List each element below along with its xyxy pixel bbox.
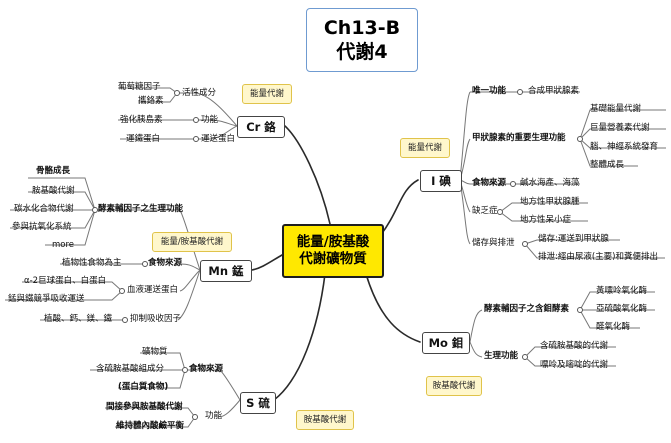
i-leaf-seafood[interactable]: 鹹水海產、海藻	[520, 178, 580, 188]
title-box: Ch13-B 代謝4	[306, 8, 418, 72]
topic-s[interactable]: S 硫	[240, 392, 276, 414]
s-leaf-acid-base[interactable]: 維持體內酸鹼平衡	[116, 421, 185, 431]
mn-leaf-plant[interactable]: 植物性食物為主	[62, 258, 122, 268]
mn-leaf-iron-compete[interactable]: 錳與鐵競爭吸收運送	[8, 294, 85, 304]
topic-mo[interactable]: Mo 鉬	[422, 332, 470, 354]
title-line-2: 代謝4	[336, 41, 388, 63]
i-leaf-excretion[interactable]: 排泄:經由尿液(主要)和糞便排出	[538, 252, 658, 262]
cr-leaf-transferrin[interactable]: 運鐵蛋白	[126, 134, 161, 144]
i-leaf-brain[interactable]: 腦、神經系統發育	[590, 142, 659, 152]
cr-branch-transport[interactable]: 運送蛋白	[201, 134, 236, 144]
s-leaf-mineral[interactable]: 礦物質	[142, 347, 168, 357]
tag-mo-amino: 胺基酸代謝	[426, 376, 482, 396]
cr-branch-function[interactable]: 功能	[201, 115, 219, 125]
central-topic[interactable]: 能量/胺基酸 代謝礦物質	[282, 224, 384, 278]
s-branch-food[interactable]: 食物來源	[189, 364, 224, 374]
mo-leaf-aldehyde[interactable]: 醛氧化酶	[596, 322, 631, 332]
mo-leaf-xanthine[interactable]: 黃嘌呤氧化酶	[596, 286, 648, 296]
i-leaf-bmr[interactable]: 基礎能量代謝	[590, 104, 642, 114]
s-leaf-sulfur-amino[interactable]: 含硫胺基酸組成分	[96, 364, 165, 374]
tag-mn-energy-amino: 能量/胺基酸代謝	[152, 232, 232, 252]
topic-i[interactable]: I 碘	[420, 170, 462, 192]
tag-s-amino: 胺基酸代謝	[296, 410, 354, 430]
i-branch-deficiency[interactable]: 缺乏症	[472, 206, 498, 216]
mn-leaf-phytate[interactable]: 植酸、鈣、鎂、鐵	[44, 314, 113, 324]
i-leaf-goiter[interactable]: 地方性甲狀腺腫	[520, 197, 580, 207]
i-branch-food[interactable]: 食物來源	[472, 178, 507, 188]
central-topic-line-1: 能量/胺基酸	[296, 234, 370, 250]
i-branch-only[interactable]: 唯一功能	[472, 86, 507, 96]
mo-leaf-sulfur-amino[interactable]: 含硫胺基酸的代謝	[540, 341, 609, 351]
mn-leaf-bone[interactable]: 骨骼成長	[36, 166, 71, 176]
cr-leaf-insulin[interactable]: 強化胰島素	[120, 115, 163, 125]
cr-leaf-gtf[interactable]: 葡萄糖因子	[118, 82, 161, 92]
mn-leaf-globulin[interactable]: α-2巨球蛋白、白蛋白	[24, 276, 107, 286]
mo-branch-enzyme[interactable]: 酵素輔因子之含鉬酵素	[484, 304, 570, 314]
mn-leaf-more[interactable]: more	[52, 240, 75, 250]
i-leaf-storage[interactable]: 儲存:運送到甲狀腺	[538, 234, 609, 244]
mo-leaf-sulfite[interactable]: 亞硫酸氧化酶	[596, 304, 648, 314]
mo-leaf-purine[interactable]: 嘌呤及嘧啶的代謝	[540, 360, 609, 370]
s-branch-function[interactable]: 功能	[205, 411, 223, 421]
tag-cr-energy: 能量代謝	[242, 84, 292, 104]
i-leaf-growth[interactable]: 整體成長	[590, 160, 625, 170]
topic-mn[interactable]: Mn 錳	[200, 260, 252, 282]
i-branch-physio[interactable]: 甲狀腺素的重要生理功能	[472, 133, 566, 143]
mn-leaf-antioxidant[interactable]: 參與抗氧化系統	[12, 222, 72, 232]
mo-branch-physio[interactable]: 生理功能	[484, 351, 519, 361]
cr-leaf-chromodulin[interactable]: 攜鉻素	[138, 96, 164, 106]
i-branch-storage[interactable]: 儲存與排泄	[472, 238, 515, 248]
mn-branch-inhibit[interactable]: 抑制吸收因子	[130, 314, 182, 324]
cr-branch-active[interactable]: 活性成分	[182, 88, 217, 98]
i-leaf-thyroxine[interactable]: 合成甲狀腺素	[528, 86, 580, 96]
title-line-1: Ch13-B	[323, 17, 401, 39]
mn-branch-food[interactable]: 食物來源	[148, 258, 183, 268]
tag-i-energy: 能量代謝	[400, 138, 450, 158]
mn-leaf-amino[interactable]: 胺基酸代謝	[32, 186, 75, 196]
central-topic-line-2: 代謝礦物質	[299, 251, 367, 267]
s-leaf-protein-food[interactable]: (蛋白質食物)	[118, 382, 169, 392]
mn-leaf-carb[interactable]: 碳水化合物代謝	[14, 204, 74, 214]
i-leaf-cretinism[interactable]: 地方性呆小症	[520, 215, 572, 225]
mn-branch-blood[interactable]: 血液運送蛋白	[127, 285, 179, 295]
mn-branch-cofactor[interactable]: 酵素輔因子之生理功能	[98, 204, 184, 214]
s-leaf-indirect[interactable]: 間接參與胺基酸代謝	[106, 402, 183, 412]
i-leaf-macro[interactable]: 巨量營養素代謝	[590, 123, 650, 133]
topic-cr[interactable]: Cr 鉻	[237, 116, 285, 138]
